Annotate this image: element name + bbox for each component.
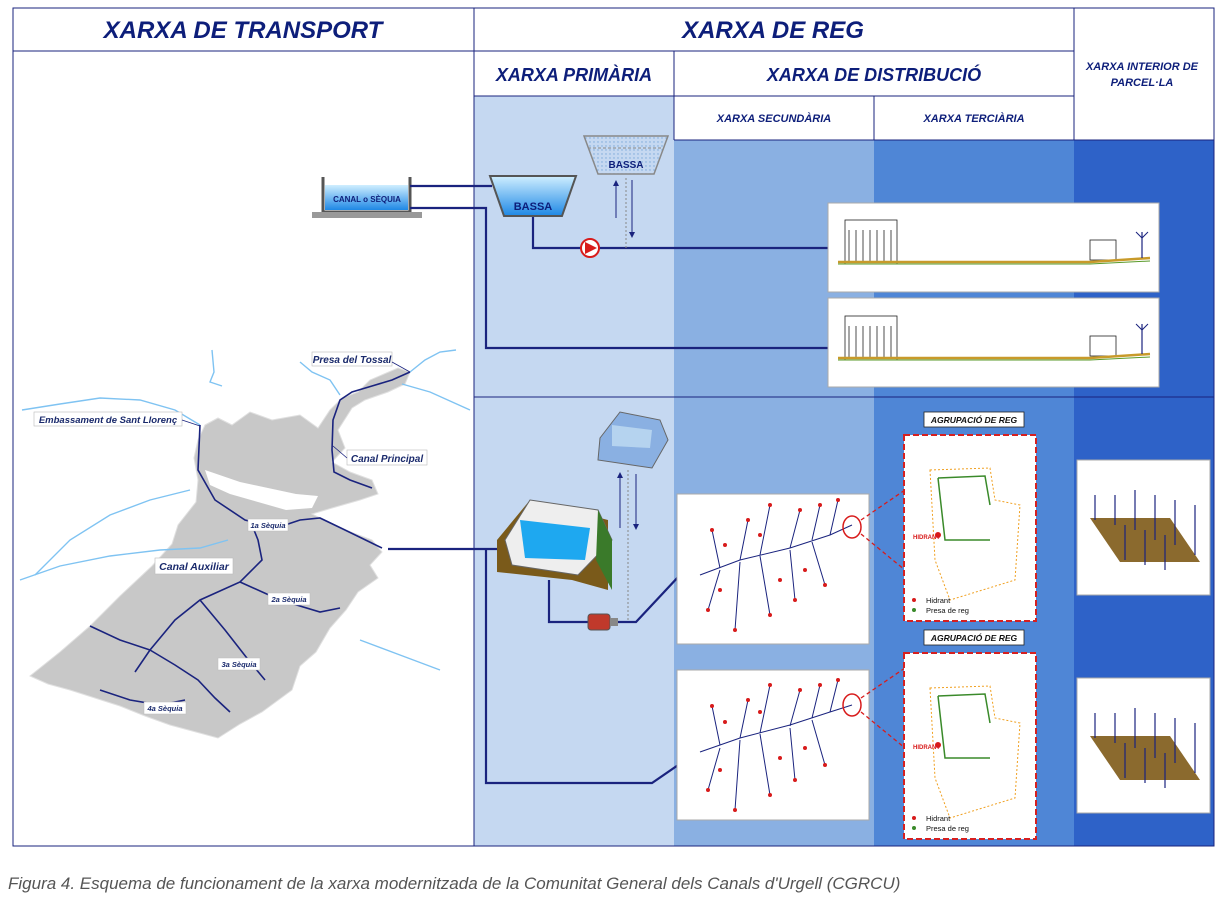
secondary-network-1 [676, 493, 870, 645]
parcel-panel-2 [1076, 677, 1211, 814]
legend-hidrant2: Hidrant [926, 814, 951, 823]
header-terciaria: XARXA TERCIÀRIA [922, 112, 1024, 125]
legend-hidrant1: Hidrant [926, 596, 951, 605]
reservoir-white-gap [205, 470, 318, 510]
label-sequia1: 1a Sèquia [250, 521, 285, 530]
label-hidrant2: HIDRANT [913, 745, 940, 751]
secondary-network-2 [676, 669, 870, 821]
label-hidrant1: HIDRANT [913, 535, 940, 541]
map-land [29, 367, 411, 739]
label-sequia2: 2a Sèquia [270, 595, 306, 604]
label-agrupacio2: AGRUPACIÓ DE REG [930, 632, 1018, 643]
legend-presa2: Presa de reg [926, 824, 969, 833]
header-distribucio: XARXA DE DISTRIBUCIÓ [766, 64, 981, 85]
label-sequia4: 4a Sèquia [146, 704, 182, 713]
bassa-upper-dashed: BASSA [582, 135, 670, 248]
label-canal-auxiliar: Canal Auxiliar [159, 561, 230, 573]
transport-map: Presa del Tossal Embassament de Sant Llo… [19, 349, 471, 739]
header-primaria: XARXA PRIMÀRIA [495, 64, 652, 85]
header-transport: XARXA DE TRANSPORT [102, 17, 385, 44]
motor-pump-icon [587, 613, 618, 631]
legend-presa1: Presa de reg [926, 606, 969, 615]
agrupacio-panel-1: AGRUPACIÓ DE REG HIDRANT Hidrant Presa d… [903, 411, 1037, 622]
irrigation-network-diagram: XARXA DE TRANSPORT XARXA DE REG XARXA PR… [12, 7, 1215, 847]
agrupacio-panel-2: AGRUPACIÓ DE REG HIDRANT Hidrant Presa d… [903, 629, 1037, 840]
label-presa-tossal: Presa del Tossal [313, 355, 392, 366]
primaria-column-bg [474, 96, 674, 846]
label-canal-principal: Canal Principal [351, 454, 423, 465]
label-embassament: Embassament de Sant Llorenç [39, 415, 178, 426]
label-agrupacio1: AGRUPACIÓ DE REG [930, 414, 1018, 425]
header-grid [12, 7, 1215, 847]
bassa-upper: BASSA [488, 175, 578, 217]
label-bassa: BASSA [514, 201, 553, 213]
label-sequia3: 3a Sèquia [221, 660, 256, 669]
reservoir-3d [497, 499, 613, 590]
figure-caption: Figura 4. Esquema de funcionament de la … [8, 874, 901, 893]
network-panel-upper-2 [827, 297, 1160, 388]
label-bassa2: BASSA [608, 160, 643, 171]
parcel-panel-1 [1076, 459, 1211, 596]
canal-sequia: CANAL o SÈQUIA [312, 177, 422, 218]
header-interior-line2: PARCEL·LA [1111, 77, 1174, 89]
reservoir-3d-small [597, 411, 669, 622]
label-canal-sequia: CANAL o SÈQUIA [333, 195, 401, 204]
pump-icon [580, 238, 600, 258]
header-interior-line1: XARXA INTERIOR DE [1085, 61, 1199, 73]
header-secundaria: XARXA SECUNDÀRIA [716, 112, 832, 125]
network-panel-upper-1 [827, 202, 1160, 293]
header-reg: XARXA DE REG [680, 17, 864, 44]
